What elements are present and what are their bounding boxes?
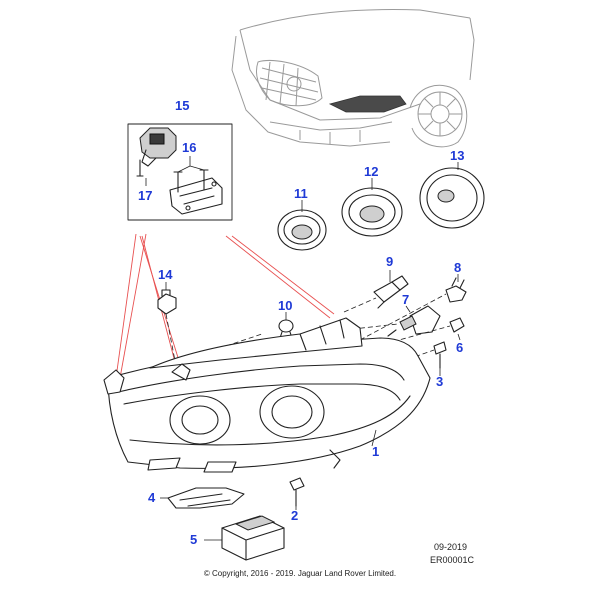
part-8-bulb <box>445 274 467 303</box>
callout-8: 8 <box>454 260 461 275</box>
diagram-code: ER00001C <box>430 555 475 565</box>
part-3-screw <box>433 341 447 376</box>
part-5-control-module <box>204 515 285 561</box>
vehicle-front-illustration <box>231 9 475 148</box>
copyright-notice: © Copyright, 2016 - 2019. Jaguar Land Ro… <box>204 569 396 578</box>
callout-11: 11 <box>294 186 308 201</box>
part-2-screw <box>289 477 305 510</box>
callout-4: 4 <box>148 490 156 505</box>
callout-15: 15 <box>175 98 189 113</box>
part-9-bulb <box>373 270 409 309</box>
part-1-headlamp-assembly <box>103 317 431 473</box>
inset-box-levelling-unit <box>127 123 233 221</box>
callout-6: 6 <box>456 340 463 355</box>
part-10-grommet <box>278 312 294 339</box>
part-13-cover <box>419 162 485 229</box>
callout-17: 17 <box>138 188 152 203</box>
callout-1: 1 <box>372 444 379 459</box>
callout-16: 16 <box>182 140 196 155</box>
part-12-cover <box>341 178 403 237</box>
part-6-cap <box>449 317 465 341</box>
callout-2: 2 <box>291 508 298 523</box>
callout-5: 5 <box>190 532 197 547</box>
part-14-clip <box>157 282 177 315</box>
diagram-date: 09-2019 <box>434 542 467 552</box>
part-7-bulb <box>387 305 441 337</box>
callout-labels: 15 16 17 11 12 13 14 9 8 10 7 6 3 1 4 2 … <box>138 98 464 547</box>
part-4-bracket <box>160 487 245 509</box>
callout-14: 14 <box>158 267 173 282</box>
callout-3: 3 <box>436 374 443 389</box>
callout-7: 7 <box>402 292 409 307</box>
callout-12: 12 <box>364 164 378 179</box>
part-11-cover <box>277 200 327 251</box>
callout-10: 10 <box>278 298 292 313</box>
callout-13: 13 <box>450 148 464 163</box>
callout-9: 9 <box>386 254 393 269</box>
